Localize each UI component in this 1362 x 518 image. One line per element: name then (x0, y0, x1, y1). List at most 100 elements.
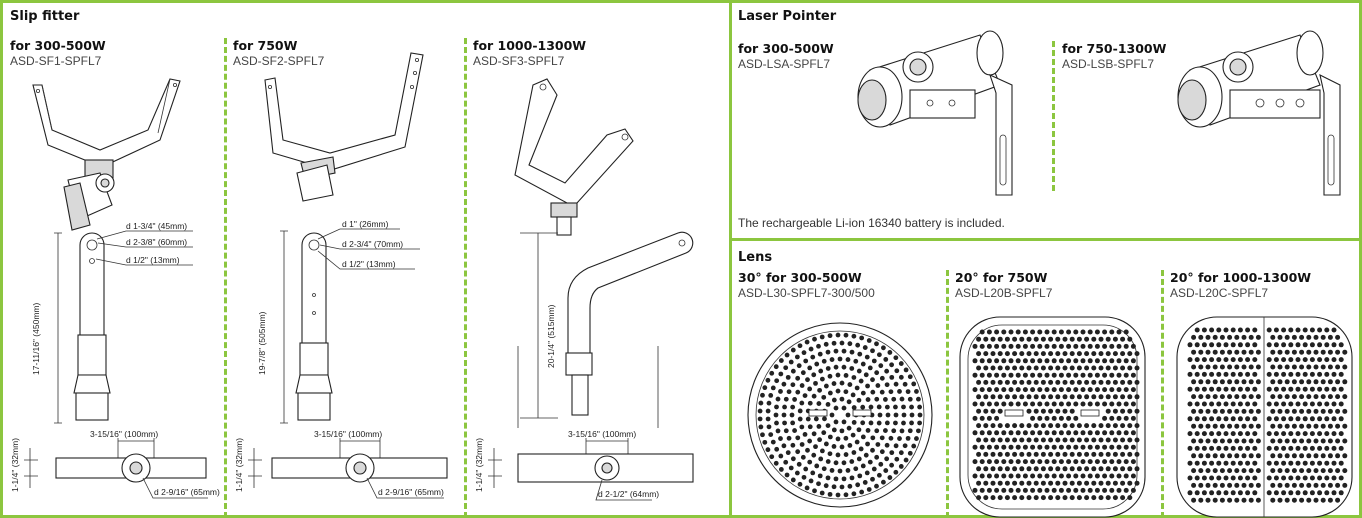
lens-hole (1266, 445, 1272, 451)
lens-hole (1277, 379, 1283, 385)
lens-hole (1012, 365, 1018, 371)
lens-hole (1030, 401, 1036, 407)
lens-hole (976, 466, 982, 472)
lens-hole (867, 459, 873, 465)
lens-hole (1008, 329, 1014, 335)
lens-hole (907, 428, 913, 434)
lens-hole (1127, 408, 1133, 414)
lens-hole (1130, 343, 1136, 349)
lens-hole (768, 393, 774, 398)
lens-hole (781, 443, 787, 449)
lens-hole (1069, 336, 1075, 342)
lens-hole (1241, 364, 1247, 370)
lens-hole (1306, 482, 1312, 488)
lens-hole (1076, 379, 1082, 385)
lens-hole (1205, 349, 1211, 355)
lens-hole (825, 459, 831, 464)
lens-hole (858, 378, 864, 384)
lens-hole (1234, 394, 1240, 400)
lens-hole (1015, 372, 1021, 378)
lens-hole (1302, 490, 1308, 496)
lens-hole (1030, 459, 1036, 465)
lens-hole (1058, 401, 1064, 407)
lens-hole (1008, 444, 1014, 450)
lens-hole (1223, 342, 1229, 348)
lens-hole (1120, 379, 1126, 385)
lens-hole (1230, 475, 1236, 481)
lens-hole (1230, 357, 1236, 363)
lens-hole (1102, 358, 1108, 364)
lens-hole (1273, 445, 1279, 451)
lens-hole (1080, 473, 1086, 479)
lens-hole (1112, 336, 1118, 342)
lens-hole (1116, 358, 1122, 364)
lens-hole (1335, 349, 1341, 355)
lens-hole (1019, 495, 1025, 501)
lens-hole (986, 372, 992, 378)
lens-hole (1194, 445, 1200, 451)
lens-hole (794, 470, 800, 476)
lens-hole (1120, 351, 1126, 357)
lens-hole (1327, 453, 1333, 459)
lens-hole (774, 446, 780, 452)
lens-hole (1284, 453, 1290, 459)
lens-hole (839, 484, 845, 490)
lens-hole (1048, 408, 1054, 414)
lens-hole (1109, 329, 1115, 335)
lens-hole (1022, 401, 1028, 407)
lens-hole (1127, 379, 1133, 385)
lens-hole (1255, 349, 1261, 355)
lens-hole (990, 495, 996, 501)
lens-hole (1295, 386, 1301, 392)
lens-hole (997, 379, 1003, 385)
lens-hole (986, 444, 992, 450)
lens-hole (856, 427, 862, 433)
lens-hole (1030, 358, 1036, 364)
lens-hole (1001, 401, 1007, 407)
lens-hole (902, 381, 908, 387)
lens-hole (1109, 387, 1115, 393)
lens-hole (1219, 423, 1225, 429)
lens-hole (1105, 365, 1111, 371)
lens-hole (990, 336, 996, 342)
sf1-dim-height: 17-11/16" (450mm) (31, 303, 41, 375)
lens-hole (1044, 329, 1050, 335)
lens-hole (1317, 445, 1323, 451)
lens-hole (1102, 329, 1108, 335)
lens-hole (1302, 357, 1308, 363)
lens-hole (1004, 379, 1010, 385)
lens-hole (1120, 408, 1126, 414)
lens-hole (986, 329, 992, 335)
lens-hole (1291, 423, 1297, 429)
lens-hole (1022, 459, 1028, 465)
lens-hole (1277, 453, 1283, 459)
lens-hole (1030, 372, 1036, 378)
lens-hole (868, 404, 874, 410)
lens-hole (1033, 437, 1039, 443)
lens-hole (990, 437, 996, 443)
lens-hole (1134, 365, 1140, 371)
lens-hole (972, 415, 978, 421)
lens-hole (1237, 371, 1243, 377)
lens-hole (1066, 415, 1072, 421)
lens-hole (1033, 423, 1039, 429)
lens-hole (1313, 468, 1319, 474)
lens-hole (871, 466, 877, 472)
lens-hole (1080, 358, 1086, 364)
lens-hole (1317, 490, 1323, 496)
lens-hole (1080, 387, 1086, 393)
sf1-dim-width: 3-15/16" (100mm) (90, 429, 158, 439)
lens-hole (841, 405, 847, 411)
lens-hole (1227, 334, 1233, 340)
lens-hole (1123, 329, 1129, 335)
lens-hole (972, 372, 978, 378)
lens-hole (1219, 453, 1225, 459)
lens-hole (825, 475, 831, 481)
sf-divider-1 (224, 38, 227, 518)
lens-hole (1309, 386, 1315, 392)
lens-hole (1004, 394, 1010, 400)
lens-hole (914, 389, 919, 394)
lp-col-1-head: for 300-500W ASD-LSA-SPFL7 (738, 41, 834, 72)
lens-hole (979, 459, 985, 465)
lens-hole (1004, 495, 1010, 501)
